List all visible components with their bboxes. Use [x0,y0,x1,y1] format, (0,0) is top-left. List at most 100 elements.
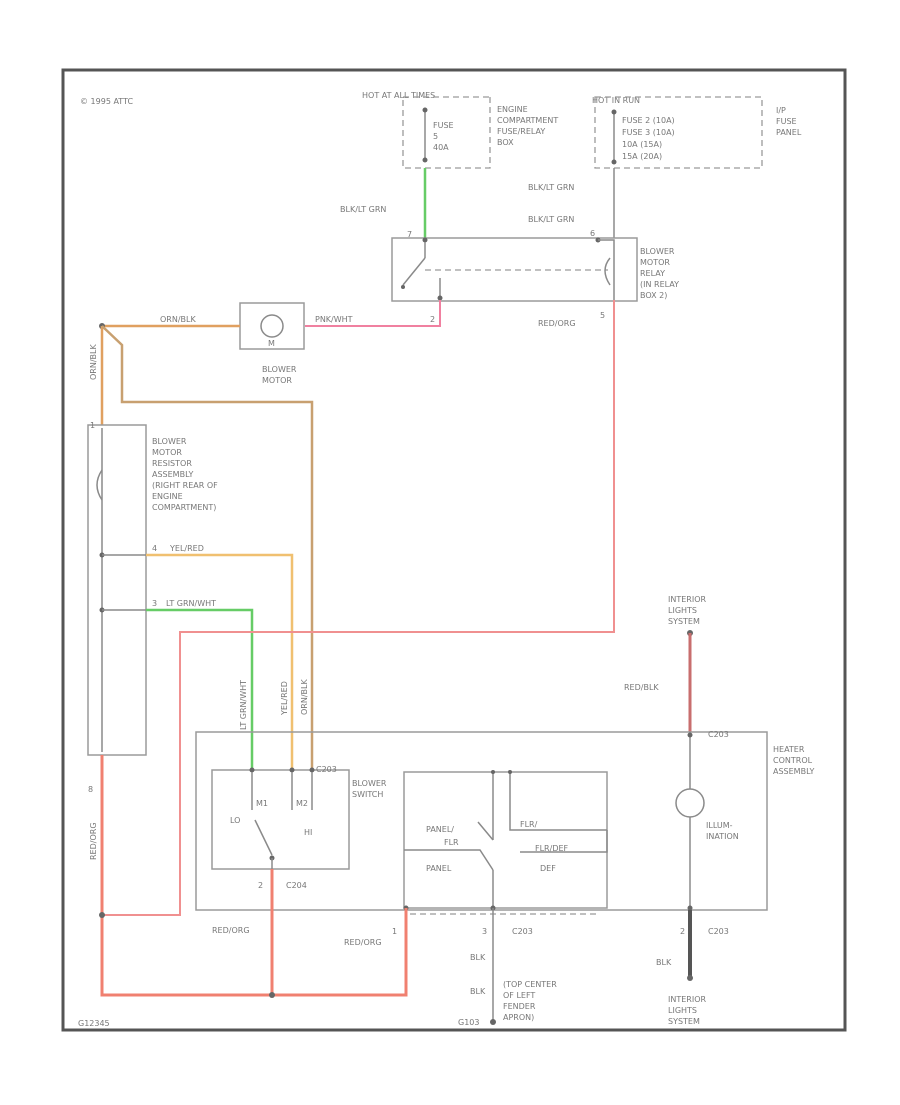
conn-c2c-label: C203 [512,927,533,936]
fuse-2-bottom-node [611,159,617,165]
relay-line-2: MOTOR [640,258,670,267]
conn-c2-label: C203 [316,765,337,774]
illumination-top-pin [687,732,693,738]
wire-label-red-org-top: RED/ORG [538,319,576,328]
wire-lt-grn-wht [146,608,254,770]
resistor-line-3: RESISTOR [152,459,192,468]
hot-in-run-label: HOT IN RUN [592,96,640,105]
def-top-label: FLR/DEF [535,844,569,853]
ground-g103 [490,1019,496,1025]
interior-bottom-line-1: INTERIOR [668,995,707,1004]
ip-fuse-line-2: FUSE [776,117,797,126]
wire-label-lt-grn-wht: LT GRN/WHT [166,599,216,608]
wire-label-blk-lt-grn-left: BLK/LT GRN [340,205,386,214]
def-label: DEF [540,864,556,873]
conn-c2b-label: C204 [286,881,307,890]
relay-line-5: BOX 2) [640,291,667,300]
engine-box-line-4: BOX [497,138,514,147]
blower-switch-line-2: SWITCH [352,790,383,799]
pin-relay-out: 2 [430,315,435,324]
pin-resistor-3: 3 [152,599,157,608]
ground-line-3: FENDER [503,1002,536,1011]
heater-line-1: HEATER [773,745,805,754]
switch-lo-label: LO [230,816,240,825]
illumination-bulb [675,788,705,818]
interior-top-line-2: LIGHTS [668,606,697,615]
thermal-limiter-symbol [96,469,103,501]
diagram-frame [61,68,847,1032]
pin-heater-1: 1 [392,927,397,936]
interior-lights-bottom-node [687,975,693,981]
flr-def-label: FLR/ [520,820,538,829]
resistor-assembly-box [87,424,147,756]
mode-def-contact [520,830,608,853]
wire-orn-blk-to-switch [101,325,314,770]
pin-relay-5: 7 [407,230,412,239]
switch-wiper [254,819,273,856]
mode-flr-def-link [509,772,607,831]
mode-switch-box [403,771,608,909]
wire-label-blk-lt-grn-right-1: BLK/LT GRN [528,183,574,192]
fuse-2-top-node [611,109,617,115]
engine-box-line-2: COMPARTMENT [497,116,558,125]
panel-label: PANEL [426,864,452,873]
wire-yel-red [146,553,294,770]
pin-resistor-4: 4 [152,544,157,553]
switch-m1-label: M1 [256,799,268,808]
blower-motor-relay-box [391,237,638,302]
wire-red-org-bottom [100,755,408,997]
relay-contact-point [401,285,405,289]
blower-motor-symbol [260,314,284,338]
switch-pin-hi [309,767,315,773]
blower-motor-line-2: MOTOR [262,376,292,385]
relay-contact-arm [402,257,426,286]
blower-motor-line-1: BLOWER [262,365,297,374]
illum-line-1: ILLUM- [706,821,733,830]
switch-m2-label: M2 [296,799,308,808]
wire-label-red-org-bot1: RED/ORG [212,926,250,935]
wire-pnk-wht [305,300,441,327]
wire-label-blk-3: BLK [656,958,672,967]
fuse-right-line-4: 15A (20A) [622,152,662,161]
resistor-line-5: (RIGHT REAR OF [152,481,218,490]
motor-m-label: M [268,339,275,348]
resistor-line-1: BLOWER [152,437,187,446]
pin-switch-2: 2 [258,881,263,890]
illum-line-2: INATION [706,832,739,841]
switch-pin-lo [249,767,255,773]
engine-box-line-3: FUSE/RELAY [497,127,545,136]
panel-floor-line-2: FLR [444,838,459,847]
heater-line-3: ASSEMBLY [773,767,814,776]
fuse-right-line-3: 10A (15A) [622,140,662,149]
resistor-line-7: COMPARTMENT) [152,503,216,512]
fuse-5-top-node [422,107,428,113]
wire-label-blk-1: BLK [470,953,486,962]
relay-line-4: (IN RELAY [640,280,679,289]
wire-red-org-main [102,300,615,916]
fuse-right-line-1: FUSE 2 (10A) [622,116,675,125]
fuse-right-line-2: FUSE 3 (10A) [622,128,675,137]
heater-line-2: CONTROL [773,756,813,765]
copyright-label: © 1995 ATTC [80,97,133,106]
relay-line-3: RELAY [640,269,665,278]
pin-resistor-1: 1 [90,421,95,430]
wire-label-blk-lt-grn-right-2: BLK/LT GRN [528,215,574,224]
mode-pin-b [508,770,512,774]
engine-box-line-1: ENGINE [497,105,528,114]
panel-floor-line-1: PANEL/ [426,825,454,834]
resistor-line-6: ENGINE [152,492,183,501]
fuse-left-line-1: FUSE [433,121,454,130]
pin-resistor-8: 8 [88,785,93,794]
interior-bottom-line-3: SYSTEM [668,1017,700,1026]
ground-line-1: (TOP CENTER [503,980,557,989]
fuse-left-line-3: 40A [433,143,449,152]
pin-illum-2: 2 [680,927,685,936]
splice-bottom [269,992,275,998]
wire-label-orn-blk-vertical: ORN/BLK [89,344,98,380]
interior-bottom-line-2: LIGHTS [668,1006,697,1015]
pin-ground-3: 3 [482,927,487,936]
engine-fuse-box-outline [402,96,491,169]
relay-pin-bottom [437,295,443,301]
ip-fuse-line-3: PANEL [776,128,802,137]
